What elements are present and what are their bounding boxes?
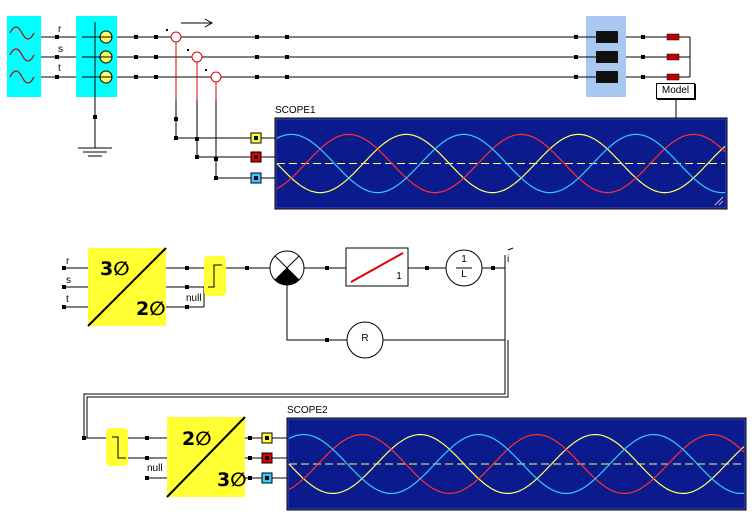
input-t-label: t [66,294,69,305]
scope2-title: SCOPE2 [287,405,328,416]
summing-junction[interactable] [269,250,305,286]
converter2-output-lines [245,437,287,479]
wave-cyan [276,133,726,194]
phase-t-label: t [58,63,61,74]
wave-red [276,133,726,194]
phase-selector-switch-2[interactable] [106,428,128,466]
converter2-bottom-label: 3∅ [217,469,247,491]
wave-yellow [276,133,726,194]
converter1-input-lines [64,267,88,308]
resistance-label: R [361,333,369,344]
scope2-waveforms [288,433,745,494]
input-r-label: r [66,256,70,267]
converter1-top-label: 3∅ [100,258,130,280]
phase-selector-switch[interactable] [204,256,226,296]
gain-block[interactable] [345,247,409,287]
wave-cyan [288,434,745,494]
voltage-meter-block[interactable] [76,16,117,97]
resistance-block[interactable] [346,321,384,359]
wave-red [288,433,745,494]
phase-r-label: r [58,24,62,35]
wave-yellow [288,434,745,494]
phase-bus-lines [117,36,586,78]
scope1-title: SCOPE1 [275,105,316,116]
current-label: i [507,254,510,265]
two-to-three-phase-converter[interactable] [166,416,246,498]
current-direction-arrow [181,18,214,28]
scope2-channel-ports[interactable] [261,432,273,484]
phase-s-label: s [58,44,63,55]
converter1-null-label: null [186,293,202,304]
inductance-numerator: 1 [461,254,467,265]
inductance-denominator: L [461,269,467,280]
gain-value: 1 [396,271,402,282]
converter1-bottom-label: 2∅ [136,298,166,320]
bus-nodes [134,29,578,79]
load-output-lines [626,36,691,78]
three-to-two-phase-converter[interactable] [87,247,167,327]
current-output-marker [504,247,514,268]
current-probes[interactable] [170,31,222,100]
model-button[interactable]: Model [656,83,695,99]
scope1-waveforms [276,133,726,194]
ground-symbol [78,97,112,157]
load-resistors[interactable] [666,33,680,81]
inter-stage-wire [83,340,509,439]
input-s-label: s [66,275,71,286]
load-block[interactable] [586,16,626,97]
converter2-null-label: null [147,463,163,474]
ac-source-block[interactable] [7,16,41,97]
converter2-top-label: 2∅ [182,428,212,450]
scope1-channel-ports[interactable] [250,132,262,184]
